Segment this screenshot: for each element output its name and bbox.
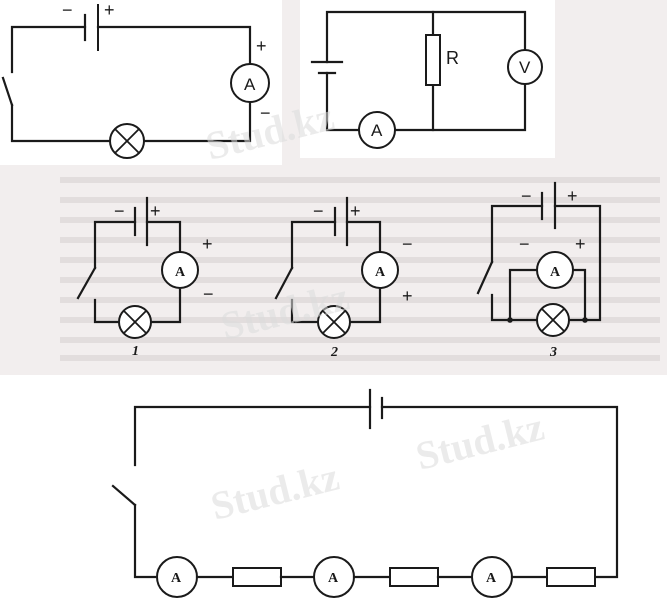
ammeter-symbol: A <box>486 571 497 586</box>
series-circuit: A A A <box>111 388 619 598</box>
circuit-1: − + A + − 1 <box>76 196 214 359</box>
figure-number: 3 <box>549 345 557 360</box>
ammeter-bottom-sign: + <box>402 286 413 306</box>
battery-icon <box>540 181 557 230</box>
battery-icon <box>368 388 384 430</box>
wire <box>150 288 182 324</box>
battery-plus-sign: + <box>104 0 115 20</box>
circuit-3: − + A − + 3 <box>476 181 602 360</box>
voltmeter-symbol: V <box>519 58 531 77</box>
wire <box>143 100 252 143</box>
battery-plus-sign: + <box>150 201 161 221</box>
resistor <box>389 567 439 587</box>
ammeter-icon: A <box>313 556 355 598</box>
ammeter-icon: A <box>161 251 199 289</box>
lamp-icon <box>536 303 570 337</box>
figure-number: 2 <box>330 345 338 360</box>
battery-plus-sign: + <box>567 186 578 206</box>
diagram-1-circuit: − + A + − <box>1 0 271 159</box>
battery-icon <box>83 4 99 51</box>
panel-series-circuit <box>108 382 628 600</box>
lamp-icon <box>317 305 351 339</box>
ammeter-symbol: A <box>550 265 561 280</box>
diagram-2-circuit: R V A <box>310 10 543 149</box>
switch-lever <box>476 260 494 295</box>
ammeter-icon: A <box>358 111 396 149</box>
battery-minus-sign: − <box>313 201 324 221</box>
wire <box>325 71 361 132</box>
ammeter-bottom-sign: − <box>203 284 214 304</box>
ammeter-symbol: A <box>375 265 386 280</box>
wire <box>145 220 182 254</box>
wire <box>380 405 619 579</box>
ammeter-symbol: A <box>328 571 339 586</box>
circuit-2: − + A − + 2 <box>274 196 413 360</box>
junction-dot <box>507 317 513 323</box>
wire <box>290 220 337 270</box>
switch-lever <box>1 76 14 107</box>
wire <box>96 25 252 66</box>
ammeter-icon: A <box>536 251 574 289</box>
wire <box>490 204 544 264</box>
resistor <box>546 567 596 587</box>
ammeter-icon: A <box>230 63 270 103</box>
junction-dot <box>582 317 588 323</box>
battery-minus-sign: − <box>62 0 73 20</box>
wire <box>325 10 527 64</box>
ammeter-symbol: A <box>175 265 186 280</box>
wire <box>508 268 539 322</box>
ammeter-icon: A <box>361 251 399 289</box>
wire <box>345 220 382 254</box>
wire <box>290 298 319 324</box>
ammeter-icon: A <box>471 556 513 598</box>
wire <box>10 103 112 143</box>
ammeter-symbol: A <box>171 571 182 586</box>
wire <box>490 293 538 322</box>
wire <box>93 298 120 324</box>
switch-lever <box>111 484 137 507</box>
lamp-icon <box>109 123 145 159</box>
resistor-label: R <box>446 48 459 68</box>
wire <box>10 25 87 74</box>
switch-lever <box>274 266 294 300</box>
ammeter-right-sign: − <box>402 234 413 254</box>
ammeter-plus-sign: + <box>256 36 267 56</box>
battery-icon <box>133 196 149 247</box>
lamp-icon <box>118 305 152 339</box>
wire <box>133 405 372 467</box>
battery-plus-sign: + <box>350 201 361 221</box>
figure-number: 1 <box>132 344 139 359</box>
battery-minus-sign: − <box>114 201 125 221</box>
ammeter-icon: A <box>156 556 198 598</box>
battery-icon <box>310 60 344 75</box>
voltmeter-icon: V <box>507 49 543 85</box>
ammeter-symbol: A <box>371 121 383 140</box>
battery-minus-sign: − <box>521 186 532 206</box>
resistor <box>232 567 282 587</box>
ammeter-right-sign: + <box>575 234 586 254</box>
ammeter-minus-sign: − <box>260 103 271 123</box>
ammeter-left-sign: − <box>519 234 530 254</box>
wire <box>349 288 382 324</box>
ammeter-symbol: A <box>244 75 256 94</box>
wire <box>393 82 527 132</box>
wire <box>93 220 137 270</box>
battery-icon <box>333 196 349 247</box>
switch-lever <box>76 266 97 300</box>
wire <box>571 268 587 322</box>
ammeter-right-sign: + <box>202 234 213 254</box>
resistor-r <box>425 34 441 86</box>
wire <box>133 503 157 579</box>
